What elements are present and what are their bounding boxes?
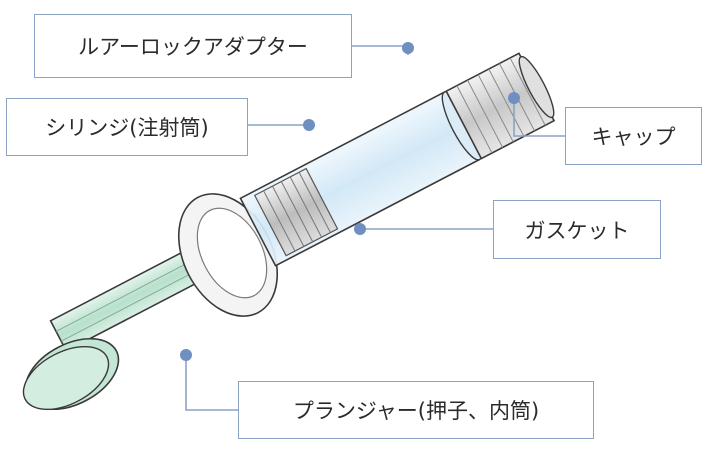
gasket [253, 167, 339, 257]
label-luer-lock-adapter: ルアーロックアダプター [34, 14, 352, 78]
finger-flange [177, 193, 279, 317]
label-plunger: プランジャー(押子、内筒) [238, 381, 594, 439]
dot-plunger [180, 349, 192, 361]
leader-plunger [185, 355, 238, 411]
syringe-barrel [239, 91, 483, 267]
dot-cap [508, 92, 520, 104]
leader-luer [352, 45, 409, 55]
dot-syringe [303, 119, 315, 131]
dot-luer [402, 42, 414, 54]
label-syringe: シリンジ(注射筒) [6, 98, 248, 156]
label-gasket: ガスケット [493, 200, 661, 259]
plunger-head [22, 337, 120, 411]
label-cap: キャップ [565, 107, 702, 165]
leader-cap [513, 98, 565, 137]
leader-dots [180, 42, 520, 361]
dot-gasket [354, 223, 366, 235]
